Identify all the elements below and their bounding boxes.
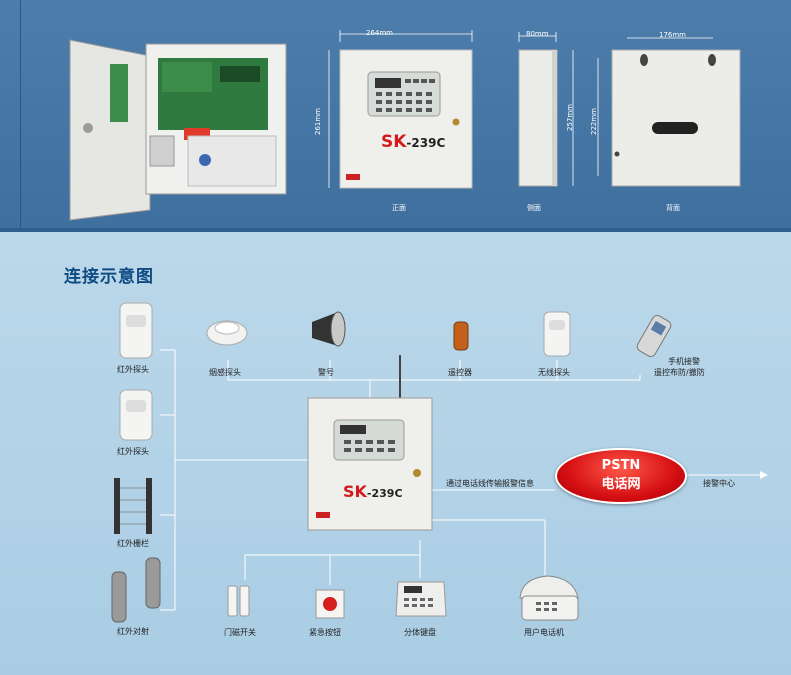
back-view-label: 背面 <box>666 204 680 212</box>
pir-detector-2-illustration <box>119 389 153 441</box>
front-width-dimension: 264mm <box>366 29 393 37</box>
bottom-device-label-panic: 紧急按钮 <box>309 628 341 637</box>
product-views <box>69 30 741 221</box>
section-divider <box>0 228 791 232</box>
top-device-label-smoke: 烟感探头 <box>209 368 241 377</box>
open-cabinet-illustration <box>69 39 287 221</box>
remote-control-illustration <box>453 321 469 351</box>
pstn-network-bubble: PSTN 电话网 <box>555 448 687 504</box>
front-view <box>328 30 473 189</box>
bottom-device-label-phone: 用户电话机 <box>524 628 564 637</box>
mobile-phone-illustration <box>636 315 672 357</box>
transmit-label: 通过电话线传输报警信息 <box>446 479 534 488</box>
panic-button-illustration <box>315 589 345 619</box>
ir-barrier-illustration <box>114 478 152 534</box>
top-device-label-siren: 警号 <box>318 368 334 377</box>
ir-beam-illustration <box>111 557 161 623</box>
side-depth-dimension: 80mm <box>526 30 549 38</box>
phone-label-line1: 手机接警 <box>668 357 700 366</box>
control-panel-illustration <box>307 355 433 531</box>
smoke-detector-illustration <box>206 320 248 346</box>
wireless-detector-illustration <box>543 311 571 357</box>
diagram-title: 连接示意图 <box>64 267 154 287</box>
side-view-label: 侧面 <box>527 204 541 212</box>
bottom-device-label-door: 门磁开关 <box>224 628 256 637</box>
pstn-label: PSTN <box>601 458 641 473</box>
front-view-label: 正面 <box>392 204 406 212</box>
keypad-illustration <box>395 581 447 617</box>
phone-label-line2: 遥控布防/撤防 <box>654 368 705 377</box>
desk-telephone-illustration <box>519 575 579 621</box>
back-width-dimension: 176mm <box>659 31 686 39</box>
left-device-label-4: 红外对射 <box>117 627 149 636</box>
center-model-label: SK-239C <box>343 482 403 501</box>
top-device-label-remote: 遥控器 <box>448 368 472 377</box>
left-device-label-3: 红外栅栏 <box>117 539 149 548</box>
left-device-label-2: 红外探头 <box>117 447 149 456</box>
telephone-network-label: 电话网 <box>601 477 641 492</box>
top-device-label-wireless: 无线探头 <box>538 368 570 377</box>
pir-detector-1-illustration <box>119 302 153 359</box>
left-device-label-1: 红外探头 <box>117 365 149 374</box>
alarm-center-label: 接警中心 <box>703 479 735 488</box>
side-view <box>518 32 574 187</box>
front-view-model-label: SK-239C <box>381 132 446 152</box>
bottom-device-label-keypad: 分体键盘 <box>404 628 436 637</box>
back-view <box>597 37 741 187</box>
siren-illustration <box>312 311 346 347</box>
door-contact-illustration <box>227 585 250 617</box>
